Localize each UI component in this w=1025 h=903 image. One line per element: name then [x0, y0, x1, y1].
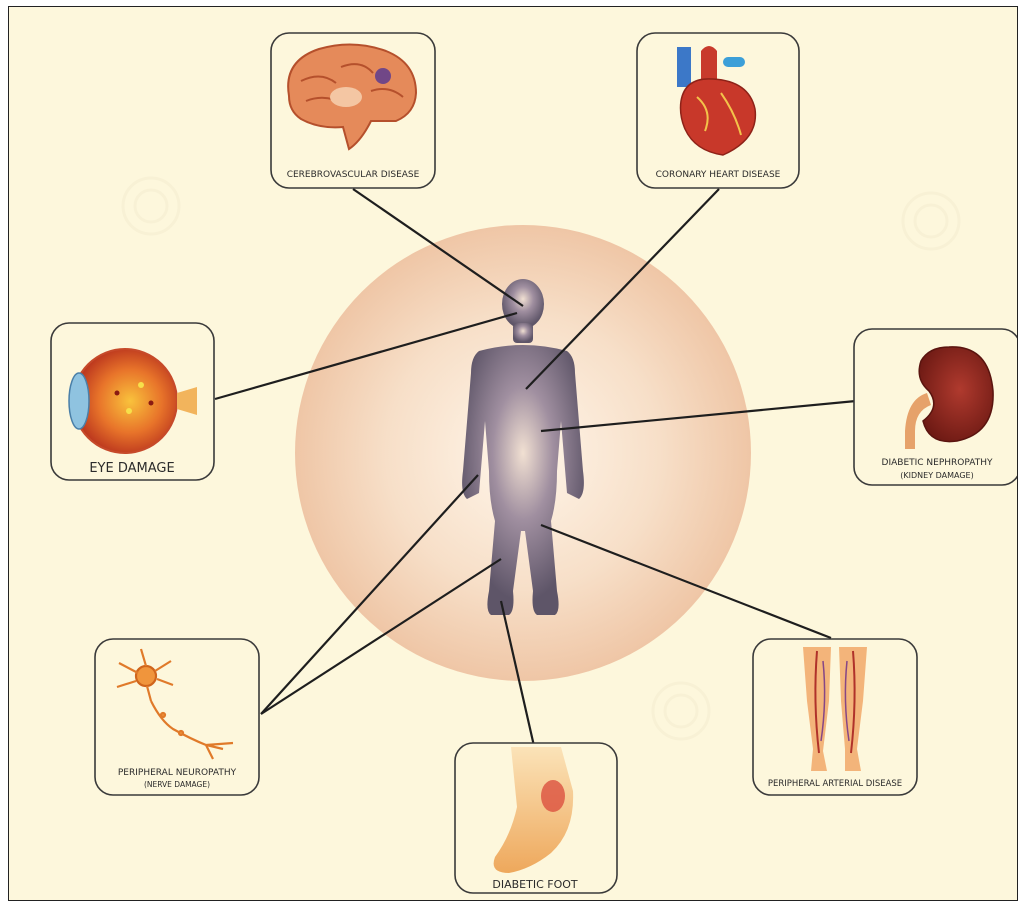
card-label-foot: DIABETIC FOOT	[492, 878, 578, 891]
card-kidney: DIABETIC NEPHROPATHY (KIDNEY DAMAGE)	[854, 329, 1018, 485]
card-label-arterial: PERIPHERAL ARTERIAL DISEASE	[768, 779, 902, 789]
card-sublabel-kidney: (KIDNEY DAMAGE)	[900, 471, 973, 480]
card-label-neuropathy: PERIPHERAL NEUROPATHY	[118, 768, 237, 778]
card-coronary: CORONARY HEART DISEASE	[637, 33, 799, 188]
card-arterial: PERIPHERAL ARTERIAL DISEASE	[753, 639, 917, 795]
card-cerebrovascular: CEREBROVASCULAR DISEASE	[271, 33, 435, 188]
diabetes-complications-diagram: CEREBROVASCULAR DISEASE CORONARY HEART D…	[9, 7, 1018, 901]
card-foot: DIABETIC FOOT	[455, 743, 617, 893]
card-label-cerebrovascular: CEREBROVASCULAR DISEASE	[287, 170, 420, 180]
card-label-coronary: CORONARY HEART DISEASE	[656, 170, 781, 180]
card-sublabel-neuropathy: (NERVE DAMAGE)	[144, 780, 210, 789]
diagram-frame: CEREBROVASCULAR DISEASE CORONARY HEART D…	[8, 6, 1018, 901]
card-label-kidney: DIABETIC NEPHROPATHY	[882, 458, 993, 468]
card-label-eye: EYE DAMAGE	[89, 461, 174, 476]
card-eye: EYE DAMAGE	[51, 323, 214, 480]
card-neuropathy: PERIPHERAL NEUROPATHY (NERVE DAMAGE)	[95, 639, 259, 795]
